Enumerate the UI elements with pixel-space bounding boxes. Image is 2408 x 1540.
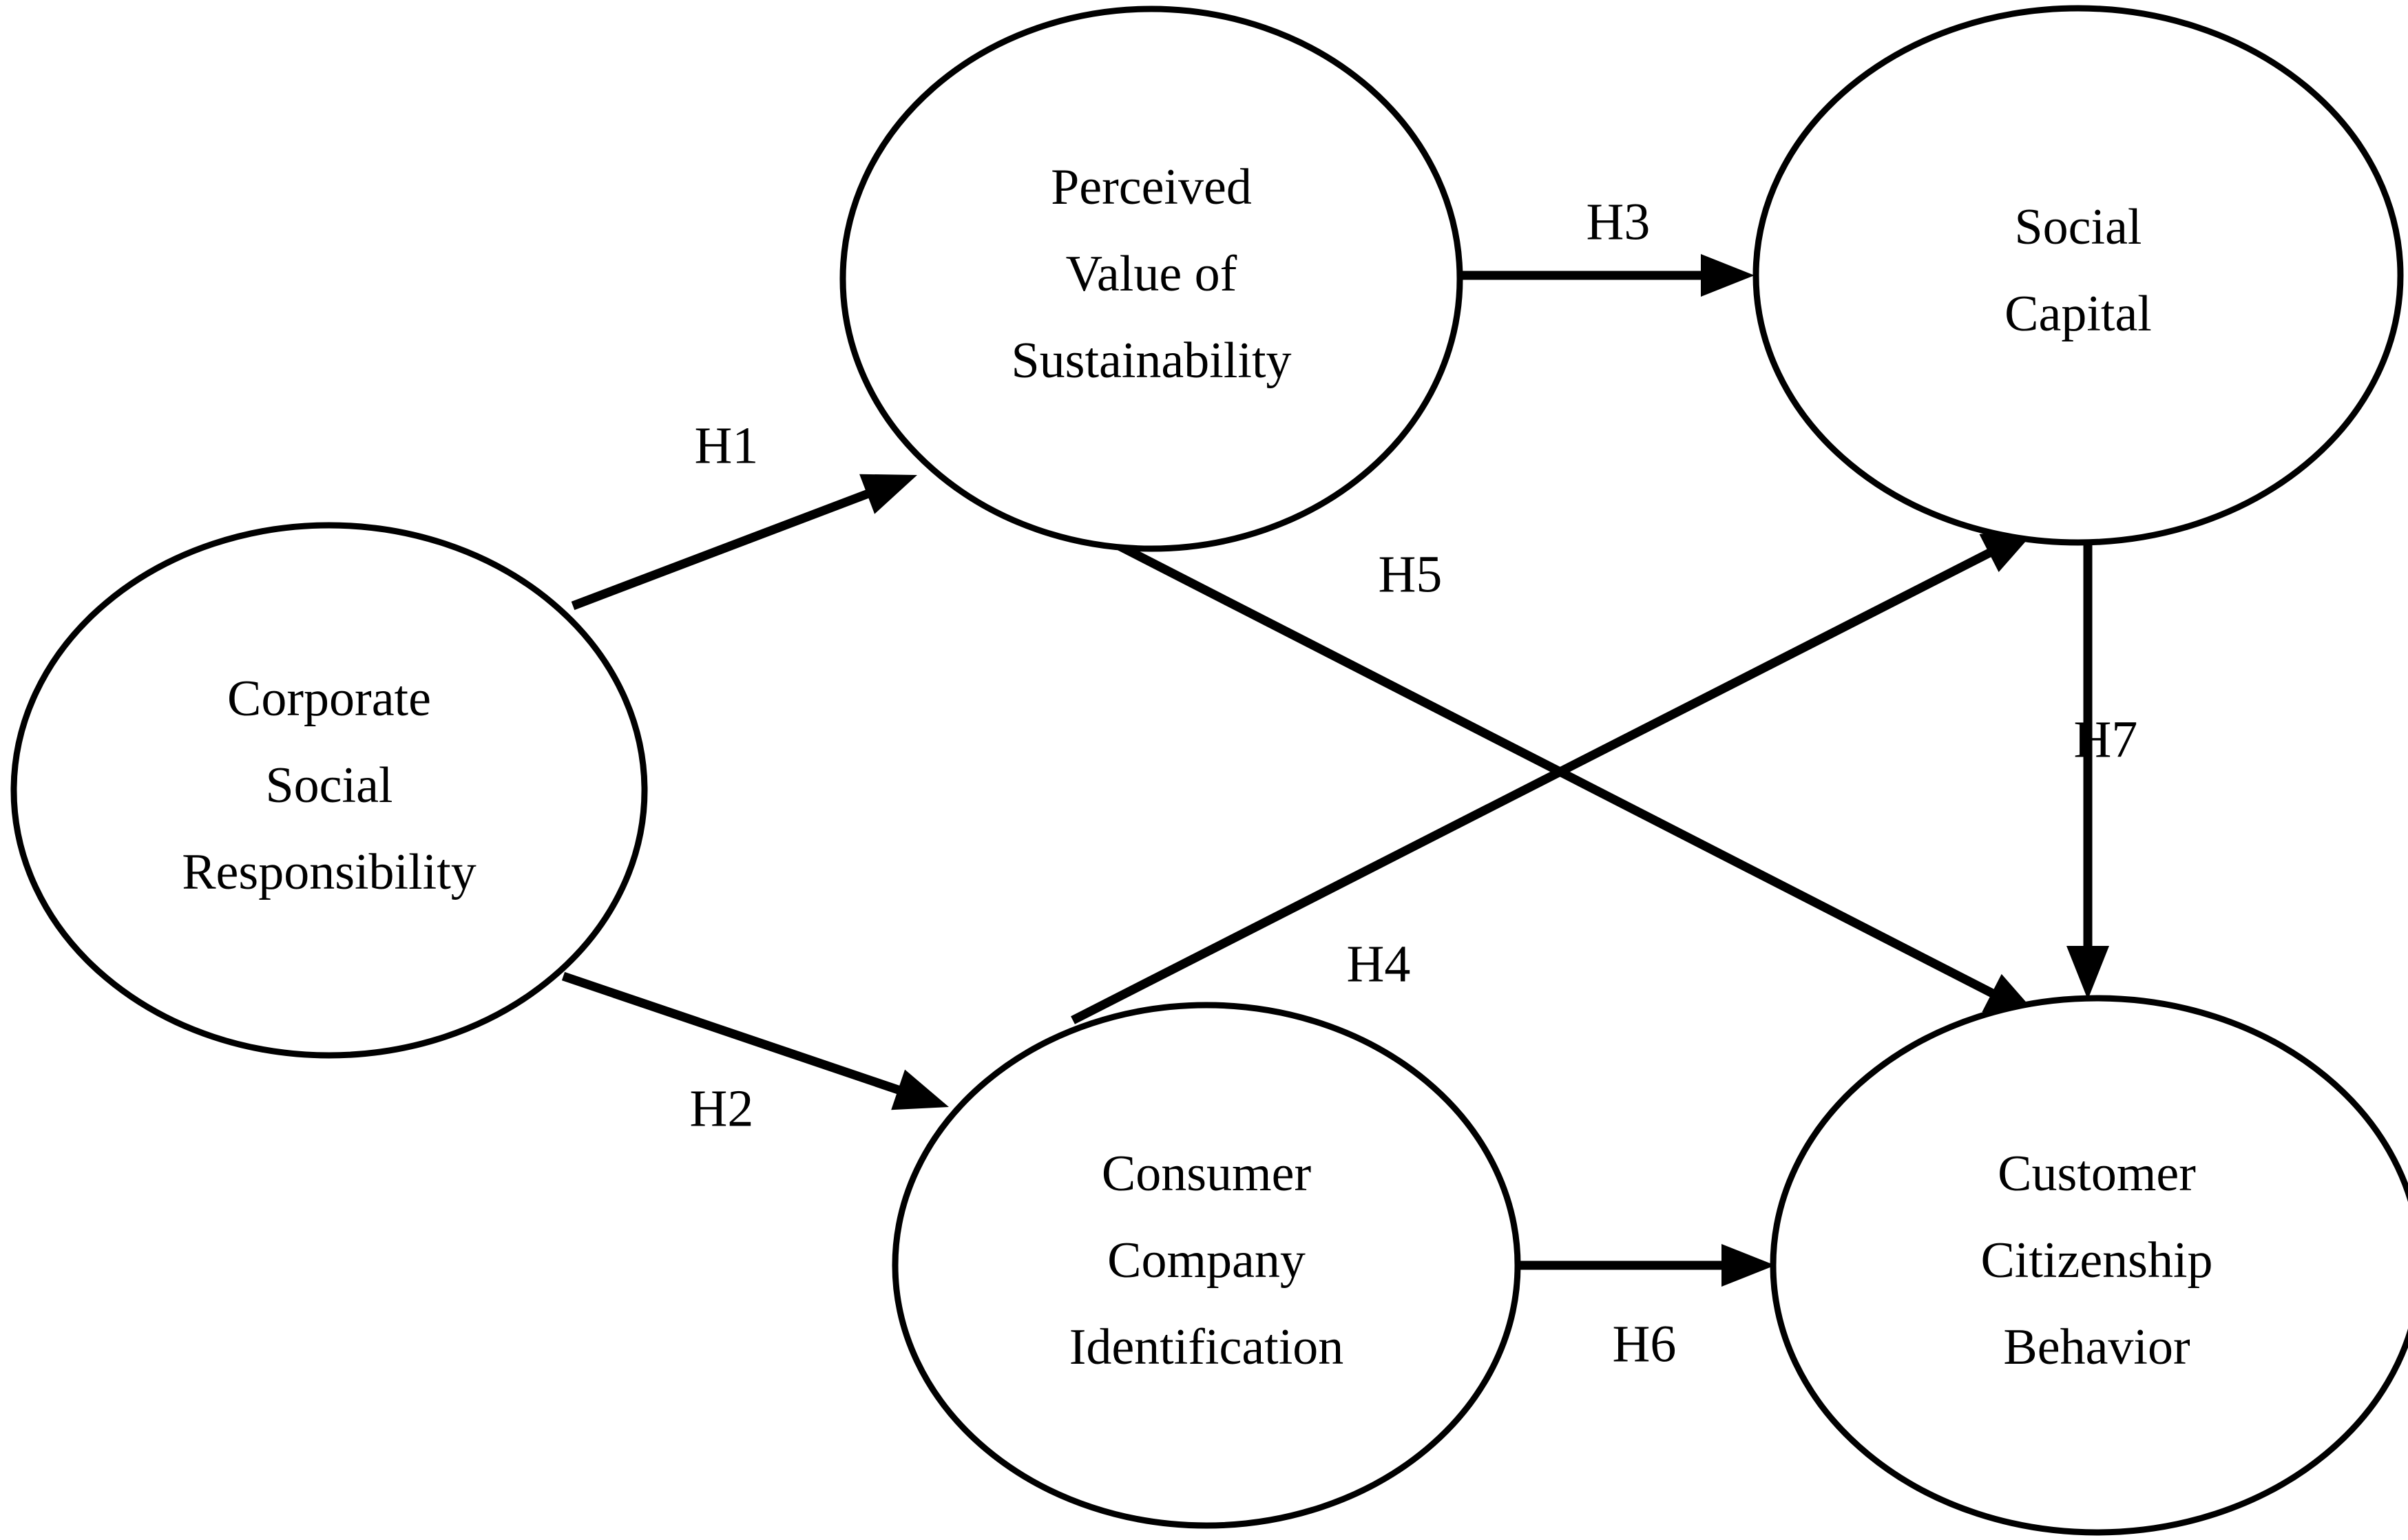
node-label-line: Perceived <box>1051 159 1252 215</box>
path-h1 <box>571 474 917 611</box>
path-shaft-h1 <box>571 488 873 611</box>
node-label-line: Company <box>1107 1232 1306 1289</box>
node-label-line: Behavior <box>2003 1319 2190 1375</box>
node-shape-ccb[interactable] <box>1770 995 2408 1536</box>
arrowhead-icon-h7 <box>2066 946 2109 1000</box>
node-label-line: Capital <box>2004 286 2152 342</box>
hypothesis-label-h6: H6 <box>1613 1315 1677 1373</box>
arrowhead-icon-h6 <box>1721 1244 1775 1287</box>
path-h3 <box>1458 254 1755 297</box>
node-label-line: Customer <box>1998 1146 2196 1202</box>
node-label-line: Identification <box>1069 1319 1344 1375</box>
hypothesis-label-h7: H7 <box>2074 710 2138 768</box>
node-label-line: Social <box>266 757 393 814</box>
path-shaft-h5 <box>1069 517 1998 999</box>
arrowhead-icon-h3 <box>1701 254 1755 297</box>
node-shape-cci[interactable] <box>892 1002 1521 1529</box>
path-shaft-h4 <box>1071 547 1995 1024</box>
node-label-line: Citizenship <box>1980 1232 2212 1289</box>
hypothesis-label-h5: H5 <box>1379 545 1443 603</box>
node-shape-csr[interactable] <box>10 522 648 1059</box>
node-label-line: Consumer <box>1102 1146 1311 1202</box>
node-shape-sc[interactable] <box>1752 5 2404 546</box>
node-label-line: Social <box>2015 199 2142 255</box>
path-h7 <box>2066 544 2109 1000</box>
node-shape-pvos[interactable] <box>839 6 1463 552</box>
hypothesis-label-h4: H4 <box>1347 935 1411 993</box>
path-shaft-h2 <box>561 971 903 1096</box>
path-h2 <box>561 971 949 1110</box>
path-h6 <box>1514 1244 1775 1287</box>
hypothesis-label-h2: H2 <box>690 1079 754 1137</box>
arrowhead-icon-h2 <box>891 1069 949 1110</box>
arrowhead-icon-h1 <box>859 474 917 514</box>
node-label-line: Responsibility <box>182 844 477 900</box>
hypothesis-label-h1: H1 <box>695 416 759 474</box>
node-label-line: Sustainability <box>1012 333 1292 389</box>
node-label-line: Corporate <box>227 671 431 727</box>
node-label-line: Value of <box>1066 246 1237 302</box>
hypothesis-label-h3: H3 <box>1587 193 1651 251</box>
